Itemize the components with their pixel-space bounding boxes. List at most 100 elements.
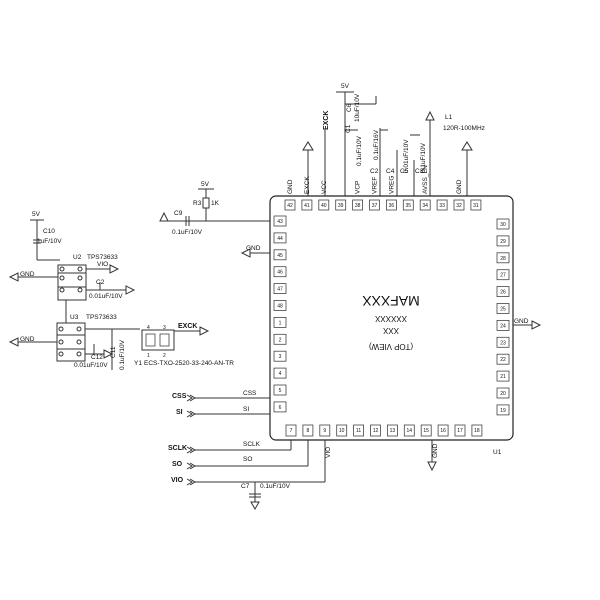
u2-ref: U2	[73, 254, 82, 261]
y1-pin2: 2	[163, 353, 166, 359]
u1-pin-number: 20	[500, 391, 506, 397]
u1-pad-35	[402, 199, 414, 211]
c2b-value: 0.1uF/16V	[373, 129, 380, 160]
c12-value: 0.01uF/10V	[74, 362, 108, 369]
u1-pin-number: 6	[279, 405, 282, 411]
c5-value: 0.1uF/10V	[420, 142, 427, 173]
u1-pin-number: 39	[338, 203, 344, 209]
u1-pad-33	[436, 199, 448, 211]
c11-ref: C11	[110, 346, 117, 358]
r3-value: 1K	[211, 200, 220, 207]
u1-pin-number: 24	[500, 323, 506, 329]
u1-pad-6	[273, 401, 287, 413]
u1-pin-number: 9	[323, 428, 326, 434]
u1-pad-2	[273, 333, 287, 345]
u1-pad-4	[273, 367, 287, 379]
u1-pad-21	[496, 370, 510, 382]
u1-pin-number: 28	[500, 256, 506, 262]
u1-pad-27	[496, 269, 510, 281]
c3-ref: C3	[415, 168, 424, 175]
c10-supply-label: 5V	[32, 211, 41, 218]
u1-pin-name: VREF	[372, 177, 379, 194]
u1-pad-30	[496, 218, 510, 230]
c1-value: 0.1uF/10V	[356, 135, 363, 166]
u1-pin-number: 37	[372, 203, 378, 209]
pin24-gnd-label: GND	[514, 318, 529, 325]
u1-pad-36	[385, 199, 397, 211]
u1-pin-number: 41	[304, 203, 310, 209]
c7-value: 0.1uF/10V	[260, 483, 291, 490]
u1-pad-16	[437, 424, 449, 437]
u1-pin-number: 17	[457, 428, 463, 434]
c11-value: 0.1uF/10V	[119, 339, 126, 370]
u1-pad-3	[273, 350, 287, 362]
u1-pin-name: VREG	[388, 176, 395, 194]
u1-pin-number: 23	[500, 340, 506, 346]
u1-pin-number: 8	[307, 428, 310, 434]
u1-pin-number: 31	[473, 203, 479, 209]
u1-pin-number: 30	[500, 222, 506, 228]
u1-pad-24	[496, 319, 510, 331]
u1-pad-47	[273, 283, 287, 295]
pin15-gnd-label: GND	[432, 443, 439, 458]
c12-ref: C12	[91, 354, 103, 361]
u1-pad-1	[273, 316, 287, 328]
sclk-port-label: SCLK	[168, 445, 187, 452]
u1-pin-number: 45	[277, 253, 283, 259]
u1-pin-number: 19	[500, 408, 506, 414]
c5-ref: C5	[400, 168, 409, 175]
u1-pin-number: 34	[422, 203, 428, 209]
u1-pad-12	[370, 424, 381, 437]
c2-value: 0.01uF/10V	[89, 293, 123, 300]
u1-pad-5	[273, 384, 287, 396]
u1-pin-number: 15	[423, 428, 429, 434]
y1-pin4: 4	[147, 325, 150, 331]
u2-gnd-label: GND	[20, 271, 35, 278]
u1-pad-37	[369, 199, 380, 211]
u1-pin-name: VCC	[321, 180, 328, 194]
u1-pin-name: GND	[287, 179, 294, 194]
u1-body	[269, 195, 514, 441]
u1-pad-32	[453, 199, 465, 211]
u1-pad-14	[403, 424, 415, 437]
u2-regulator-block: 5V C10 1uF/10V U2 TPS73633 GND VIO C2 0.…	[8, 211, 136, 301]
u1-pad-19	[496, 404, 510, 416]
u1-pin-number: 14	[407, 428, 413, 434]
u1-pin-number: 7	[290, 428, 293, 434]
u1-pad-31	[470, 199, 482, 211]
exck-net-label: EXCK	[178, 323, 197, 330]
u1-marking: (TOP VIEW) XXX XXXXXX MAFXXX	[362, 293, 420, 351]
vio-port-label: VIO	[171, 477, 184, 484]
u1-ref: U1	[493, 449, 502, 456]
u1-pin-number: 11	[356, 428, 361, 434]
u1-pin-number: 21	[500, 374, 506, 380]
u1-pin-number: 13	[390, 428, 396, 434]
r3-c9-block: 5V R3 1K C9 0.1uF/10V	[159, 181, 270, 236]
sclk-net-label: SCLK	[243, 441, 261, 448]
c1-ref: C1	[345, 124, 352, 133]
u1-pad-29	[496, 235, 510, 247]
u2-body	[57, 264, 87, 301]
u3-ref: U3	[70, 314, 79, 321]
u1-pin-name: EXCK	[304, 176, 311, 194]
u1-pad-42	[284, 199, 296, 211]
u1-pin-number: 10	[339, 428, 345, 434]
c6-supply-label: 5V	[341, 83, 350, 90]
u1-pad-8	[302, 424, 314, 437]
u1-pin-number: 4	[279, 371, 282, 377]
u2-vio-net: VIO	[97, 261, 108, 268]
u1-pad-48	[273, 300, 287, 311]
u1-pin-name: GND	[456, 179, 463, 194]
u1-pin-number: 22	[500, 357, 506, 363]
l1-value: 120R-100MHz	[443, 125, 485, 132]
r3-supply-label: 5V	[201, 181, 210, 188]
u1-marking-line3: XXX	[382, 326, 399, 335]
pin45-gnd: GND	[240, 245, 270, 258]
u1-pin-number: 48	[277, 304, 283, 310]
u1-pad-34	[419, 199, 431, 211]
u1-pad-9	[319, 424, 331, 437]
c9-value: 0.1uF/10V	[172, 229, 203, 236]
u1-pin-number: 27	[500, 273, 506, 279]
u1-pad-10	[336, 424, 348, 437]
c4-value: 0.01uF/10V	[403, 139, 410, 173]
